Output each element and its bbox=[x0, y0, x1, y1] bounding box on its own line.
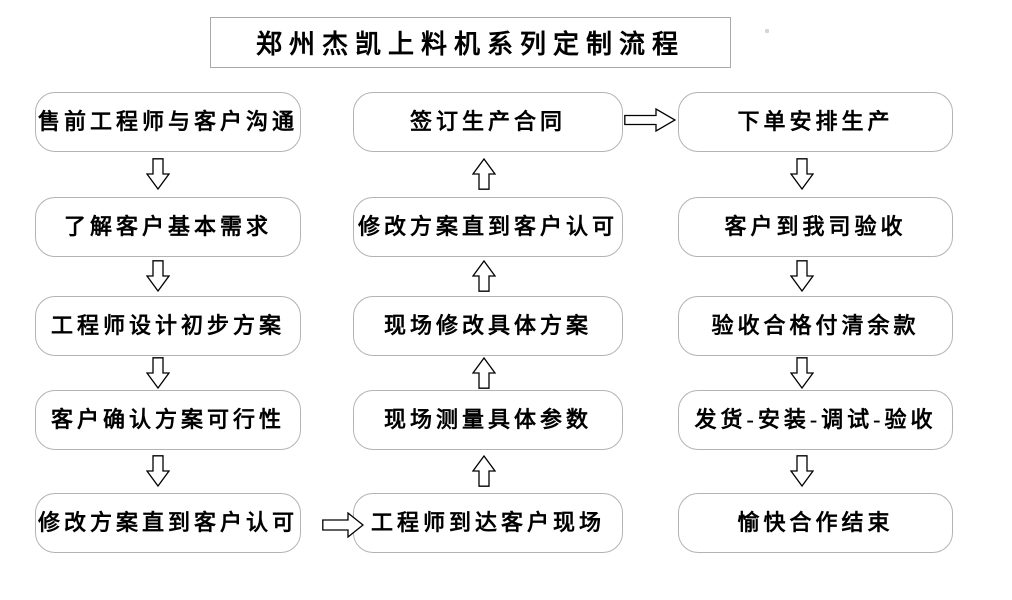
flow-node-label: 客户确认方案可行性 bbox=[50, 407, 285, 432]
flow-node-label: 愉快合作结束 bbox=[737, 510, 894, 535]
flow-node-label: 签订生产合同 bbox=[409, 109, 566, 134]
flow-node-right-4: 发货-安装-调试-验收 bbox=[678, 390, 953, 450]
flow-node-label: 客户到我司验收 bbox=[724, 214, 907, 239]
flow-node-label: 售前工程师与客户沟通 bbox=[37, 109, 298, 134]
flow-node-label: 验收合格付清余款 bbox=[711, 313, 920, 338]
title-box: 郑州杰凯上料机系列定制流程 bbox=[210, 17, 731, 68]
arrow-down-icon bbox=[146, 455, 170, 487]
flow-node-middle-1: 签订生产合同 bbox=[353, 92, 623, 152]
flow-node-right-2: 客户到我司验收 bbox=[678, 197, 953, 257]
arrow-up-icon bbox=[472, 357, 496, 389]
arrow-down-icon bbox=[790, 260, 814, 292]
flow-node-left-2: 了解客户基本需求 bbox=[35, 197, 301, 257]
arrow-down-icon bbox=[790, 455, 814, 487]
flow-node-label: 修改方案直到客户认可 bbox=[357, 214, 618, 239]
flow-node-middle-5: 工程师到达客户现场 bbox=[353, 493, 623, 553]
arrow-down-icon bbox=[790, 158, 814, 190]
arrow-up-icon bbox=[472, 158, 496, 190]
arrow-down-icon bbox=[146, 357, 170, 389]
flow-node-label: 了解客户基本需求 bbox=[63, 214, 272, 239]
arrow-up-icon bbox=[472, 455, 496, 487]
flow-node-label: 现场修改具体方案 bbox=[383, 313, 592, 338]
flow-node-label: 工程师到达客户现场 bbox=[370, 510, 605, 535]
arrow-up-icon bbox=[472, 260, 496, 292]
arrow-down-icon bbox=[146, 260, 170, 292]
flow-node-right-1: 下单安排生产 bbox=[678, 92, 953, 152]
stray-dot bbox=[765, 29, 769, 33]
flow-node-label: 下单安排生产 bbox=[737, 109, 894, 134]
flow-node-label: 修改方案直到客户认可 bbox=[37, 510, 298, 535]
flow-node-right-5: 愉快合作结束 bbox=[678, 493, 953, 553]
arrow-down-icon bbox=[790, 357, 814, 389]
flow-node-left-1: 售前工程师与客户沟通 bbox=[35, 92, 301, 152]
flow-node-left-5: 修改方案直到客户认可 bbox=[35, 493, 301, 553]
flow-node-left-3: 工程师设计初步方案 bbox=[35, 296, 301, 356]
flow-node-middle-3: 现场修改具体方案 bbox=[353, 296, 623, 356]
flow-node-label: 现场测量具体参数 bbox=[383, 407, 592, 432]
arrow-right-icon bbox=[322, 512, 364, 538]
flow-node-middle-2: 修改方案直到客户认可 bbox=[353, 197, 623, 257]
flow-node-label: 发货-安装-调试-验收 bbox=[694, 407, 937, 432]
flow-node-label: 工程师设计初步方案 bbox=[50, 313, 285, 338]
page-title: 郑州杰凯上料机系列定制流程 bbox=[255, 30, 685, 59]
arrow-down-icon bbox=[146, 158, 170, 190]
flow-node-left-4: 客户确认方案可行性 bbox=[35, 390, 301, 450]
arrow-right-icon bbox=[624, 108, 676, 132]
flow-node-right-3: 验收合格付清余款 bbox=[678, 296, 953, 356]
flow-node-middle-4: 现场测量具体参数 bbox=[353, 390, 623, 450]
